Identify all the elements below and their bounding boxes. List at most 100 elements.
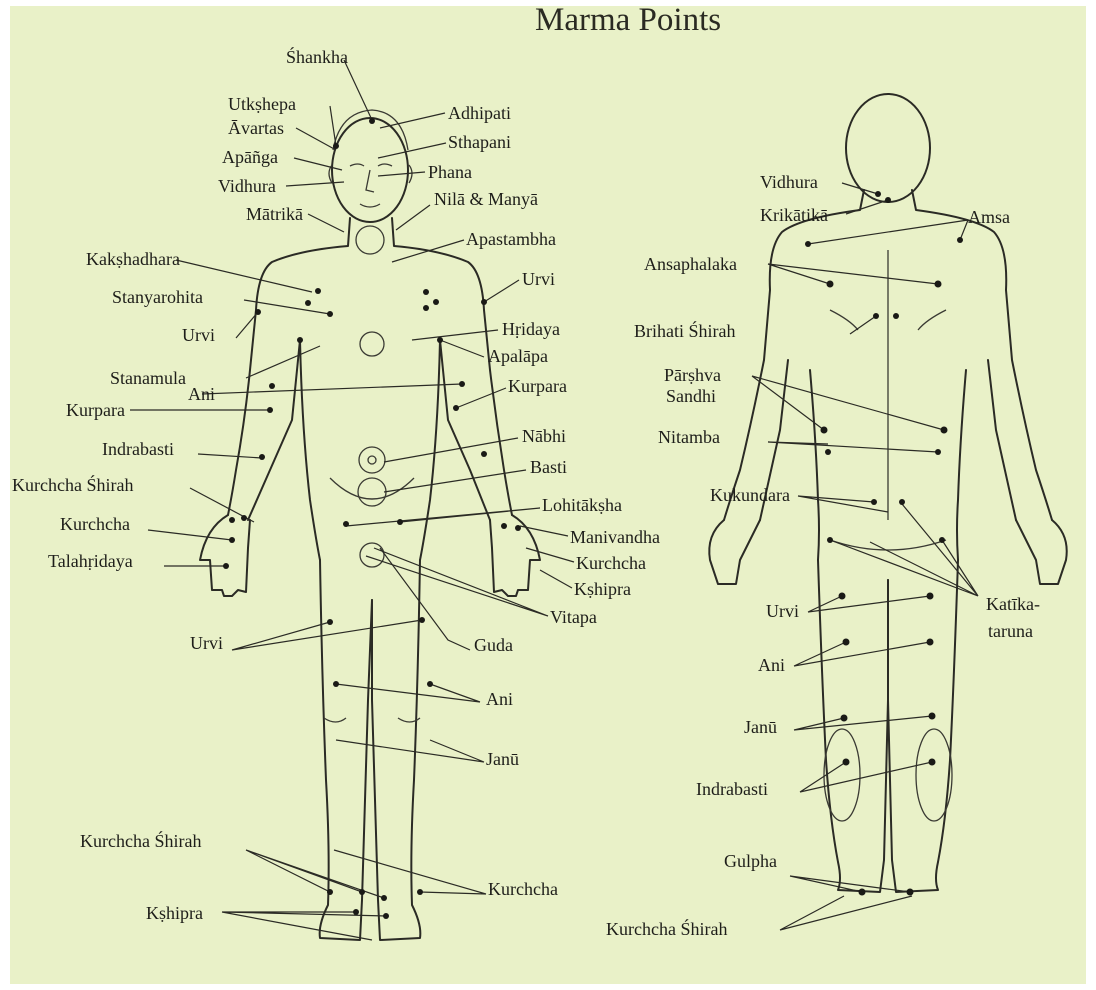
- label-talahridaya: Talahṛidaya: [48, 552, 133, 570]
- label-indrabasti-front: Indrabasti: [102, 440, 174, 458]
- label-stanyarohita: Stanyarohita: [112, 288, 203, 306]
- point-back-ani-right: [927, 639, 934, 646]
- point-stanyarohita: [327, 311, 333, 317]
- label-urvi-arm-right: Urvi: [522, 270, 555, 288]
- label-urvi-thigh: Urvi: [190, 634, 223, 652]
- label-kakshadhara: Kakṣhadhara: [86, 250, 180, 268]
- label-avartas: Āvartas: [228, 119, 284, 137]
- back-left-calf: [824, 729, 860, 821]
- label-hridaya: Hṛidaya: [502, 320, 560, 338]
- point-urvi-arm-left: [255, 309, 261, 315]
- label-ani-arm: Ani: [188, 385, 215, 403]
- label-parshva: Pārṣhva: [664, 366, 721, 384]
- label-janu-back: Janū: [744, 718, 777, 736]
- label-phana: Phana: [428, 163, 472, 181]
- back-buttock-curve: [830, 540, 946, 550]
- front-left-hand: [200, 515, 250, 596]
- point-apalapa-right: [437, 337, 443, 343]
- point-back-indrabasti-left: [843, 759, 850, 766]
- front-right-arm-inner: [440, 340, 490, 520]
- point-kurpara-left: [267, 407, 273, 413]
- label-kurchcha-foot: Kurchcha: [488, 880, 558, 898]
- label-urvi-arm-left: Urvi: [182, 326, 215, 344]
- point-kshipra-foot-left: [353, 909, 359, 915]
- point-back-ansaphalaka-right: [935, 281, 942, 288]
- point-manivandha-right: [501, 523, 507, 529]
- point-back-urvi-right: [927, 593, 934, 600]
- label-ani-thigh: Ani: [486, 690, 513, 708]
- label-guda: Guda: [474, 636, 513, 654]
- front-navel-inner: [368, 456, 376, 464]
- point-back-janu-left: [841, 715, 848, 722]
- point-adhipati: [369, 118, 375, 124]
- label-adhipati: Adhipati: [448, 104, 511, 122]
- label-vidhura-front: Vidhura: [218, 177, 276, 195]
- label-sandhi: Sandhi: [666, 387, 716, 405]
- back-right-hand: [1016, 520, 1067, 584]
- label-kurchcha-hand-right: Kurchcha: [576, 554, 646, 572]
- front-navel-circle: [359, 447, 385, 473]
- point-kshipra-foot-right: [383, 913, 389, 919]
- label-lohitaksha: Lohitākṣha: [542, 496, 622, 514]
- front-torso-left: [300, 340, 320, 560]
- front-pelvis-curve: [330, 478, 414, 499]
- point-back-parshva-left: [821, 427, 828, 434]
- point-back-janu-right: [929, 713, 936, 720]
- point-kakshadhara-2: [315, 288, 321, 294]
- front-right-arm-outer: [392, 218, 512, 515]
- point-ani-arm-right: [459, 381, 465, 387]
- point-ani-thigh-left: [333, 681, 339, 687]
- label-katika: Katīka-: [986, 595, 1040, 613]
- label-kurchcha-hand-left: Kurchcha: [60, 515, 130, 533]
- front-basti-circle: [358, 478, 386, 506]
- back-left-arm-outer: [724, 190, 864, 520]
- point-back-brihati-left: [873, 313, 879, 319]
- point-lohitaksha-left: [343, 521, 349, 527]
- front-left-leg: [320, 560, 372, 940]
- back-right-arm-inner: [988, 360, 1016, 520]
- label-vidhura-back: Vidhura: [760, 173, 818, 191]
- label-indrabasti-back: Indrabasti: [696, 780, 768, 798]
- label-nila-manya: Nilā & Manyā: [434, 190, 538, 208]
- diagram-title: Marma Points: [535, 2, 721, 39]
- label-matrika: Mātrikā: [246, 205, 303, 223]
- label-janu-front: Janū: [486, 750, 519, 768]
- front-torso-right: [420, 340, 440, 560]
- point-kakshadhara-r: [423, 289, 429, 295]
- point-talahridaya-left: [223, 563, 229, 569]
- label-utkshepa: Utkṣhepa: [228, 95, 296, 113]
- point-kurpara-right: [453, 405, 459, 411]
- point-kurchcha-shirah-foot-mid: [359, 889, 365, 895]
- point-back-ani-left: [843, 639, 850, 646]
- front-throat-circle: [356, 226, 384, 254]
- point-indrabasti-right: [481, 451, 487, 457]
- front-nose-mouth: [360, 170, 380, 207]
- label-nabhi: Nābhi: [522, 427, 566, 445]
- back-torso-left: [810, 370, 819, 560]
- back-right-arm-outer: [912, 190, 1052, 520]
- point-back-parshva-right: [941, 427, 948, 434]
- front-eyes: [350, 164, 392, 166]
- point-kurchcha-shirah-right: [515, 525, 521, 531]
- point-back-indrabasti-right: [929, 759, 936, 766]
- label-ansaphalaka: Ansaphalaka: [644, 255, 737, 273]
- label-kurpara-right: Kurpara: [508, 377, 567, 395]
- label-apanga: Apāñga: [222, 148, 278, 166]
- label-apastambha: Apastambha: [466, 230, 556, 248]
- back-right-leg: [888, 560, 958, 892]
- point-urvi-arm-right: [481, 299, 487, 305]
- point-back-krikatika: [885, 197, 891, 203]
- point-apalapa-left: [297, 337, 303, 343]
- label-kurchcha-shirah-back: Kurchcha Śhirah: [606, 920, 727, 938]
- label-krikatika: Krikātikā: [760, 206, 828, 224]
- front-right-hand: [490, 515, 540, 596]
- label-kurchcha-shirah-hand: Kurchcha Śhirah: [12, 476, 133, 494]
- point-back-gulpha-right: [907, 889, 914, 896]
- point-back-urvi-left: [839, 593, 846, 600]
- label-urvi-back: Urvi: [766, 602, 799, 620]
- point-back-amsa-right: [957, 237, 963, 243]
- label-sthapani: Sthapani: [448, 133, 511, 151]
- point-urvi-thigh-left: [327, 619, 333, 625]
- back-left-hand: [709, 520, 760, 584]
- point-lohitaksha-right: [397, 519, 403, 525]
